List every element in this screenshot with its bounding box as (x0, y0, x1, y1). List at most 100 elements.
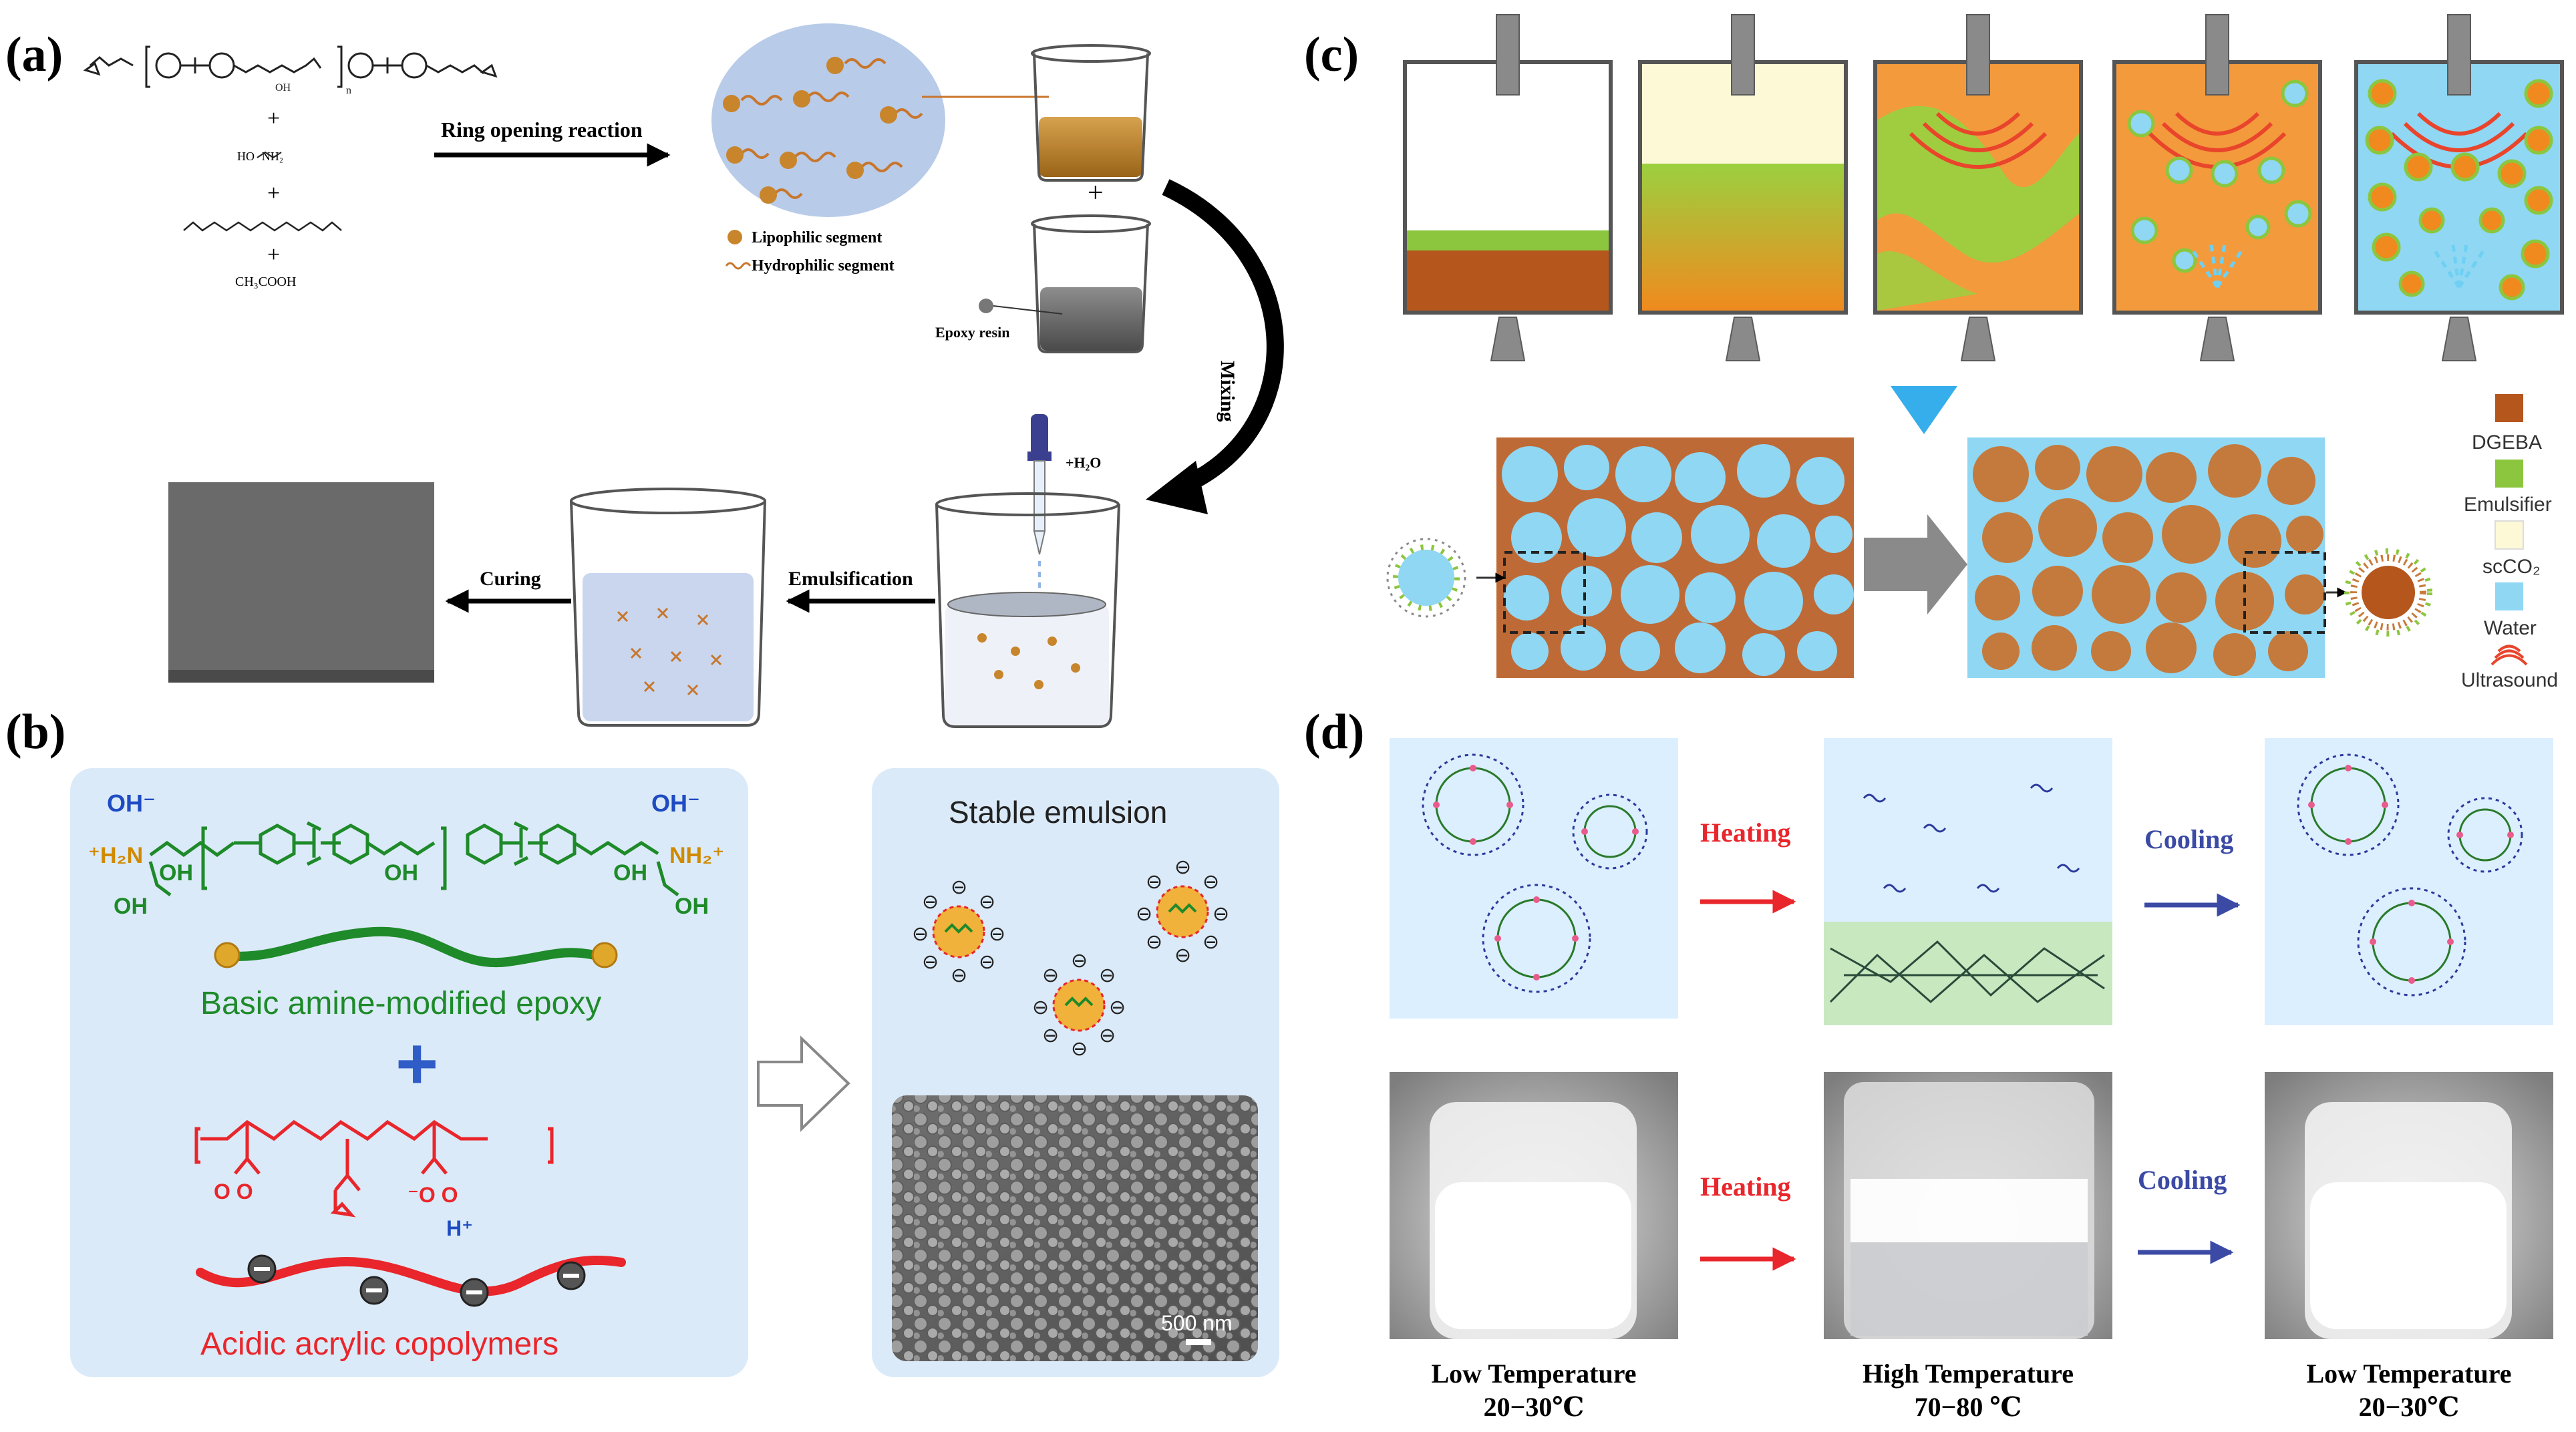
vessel-stage-4 (2112, 60, 2322, 315)
legend-swatch-water (2495, 582, 2523, 610)
legend-label-dgeba: DGEBA (2472, 431, 2542, 454)
plus-sign: + (1088, 178, 1104, 208)
plus-sign: + (267, 181, 280, 206)
hydroxide-left: OH⁻ (107, 789, 156, 817)
panel-d: (d) (1304, 705, 2553, 1422)
n-subscript-label: n (346, 85, 351, 96)
curing-label: Curing (480, 568, 541, 590)
emulsifier-molecules (740, 58, 923, 199)
ammonium-left: ⁺H₂N (88, 843, 143, 868)
epoxy-resin-label: Epoxy resin (935, 324, 1009, 341)
panel-a-label: (a) (5, 27, 63, 82)
hydroxyl-label: OH (384, 860, 418, 886)
legend-label-water: Water (2484, 617, 2537, 639)
reverse-micelle-icon (1386, 538, 1506, 618)
svg-text:⊖: ⊖ (1042, 964, 1059, 987)
legend-swatch-dgeba (2495, 394, 2523, 422)
hydrophilic-legend: Hydrophilic segment (752, 257, 895, 275)
photo-high-temperature (1824, 1072, 2112, 1339)
caption-title-1: Low Temperature (1431, 1359, 1636, 1389)
beaker-emulsification (935, 492, 1120, 728)
proton-label: H⁺ (446, 1216, 473, 1240)
dropper (1027, 414, 1052, 588)
hollow-arrow (757, 1035, 850, 1132)
emulsion-particles (932, 885, 1209, 1032)
svg-text:⊖: ⊖ (1202, 871, 1219, 893)
carboxylate-label: ⁻O O (408, 1183, 458, 1207)
svg-text:⊖: ⊖ (1032, 997, 1049, 1019)
gel-network (1829, 940, 2105, 1003)
o-in-w-emulsion (1967, 437, 2326, 678)
svg-text:⊖: ⊖ (912, 923, 929, 945)
panel-b-label: (b) (5, 705, 65, 759)
legend-swatch-scco2 (2494, 520, 2524, 550)
panel-a: (a) OH n + HO NH₂ + + CH₃COOH Ring openi… (5, 23, 1284, 728)
water-label: +H₂O (1066, 454, 1101, 471)
panel-c-label: (c) (1304, 27, 1359, 82)
photo-low-temperature-2 (2265, 1072, 2553, 1339)
epoxy-oligomer-structure (83, 45, 498, 88)
hydroxyl-label: OH (114, 894, 148, 919)
emulsification-label: Emulsification (788, 568, 913, 590)
amine-epoxy-skeleton (148, 821, 679, 896)
ethanolamine-chain (257, 151, 282, 159)
legend-swatch-emulsifier (2495, 460, 2523, 488)
caption-title-2: High Temperature (1863, 1359, 2074, 1389)
hydroxyl-label: OH (675, 894, 709, 919)
svg-text:⊖: ⊖ (989, 923, 1005, 945)
mixing-label: Mixing (1217, 361, 1239, 422)
inversion-arrow (1864, 514, 1967, 614)
legend-swatch-ultrasound (2490, 645, 2528, 666)
svg-text:⊖: ⊖ (1042, 1025, 1059, 1047)
ammonium-right: NH₂⁺ (669, 843, 724, 868)
beaker-epoxy (1031, 214, 1151, 353)
svg-text:⊖: ⊖ (1099, 964, 1116, 987)
svg-text:⊖: ⊖ (979, 951, 995, 973)
acrylic-label: Acidic acrylic copolymers (200, 1326, 558, 1362)
micelle-state-cold-2 (2265, 738, 2553, 1025)
legend-label-ultrasound: Ultrasound (2461, 669, 2558, 691)
legend-label-scco2: scCO₂ (2482, 556, 2541, 578)
vessel-stage-3 (1873, 60, 2083, 315)
micelle-anchor-dots (1433, 765, 2514, 984)
oh-small-label: OH (275, 82, 291, 94)
svg-text:⊖: ⊖ (1071, 1038, 1088, 1060)
svg-text:⊖: ⊖ (1174, 944, 1191, 966)
free-chains (1863, 783, 2080, 893)
hydrophilic-legend-wave (725, 262, 752, 270)
svg-text:⊖: ⊖ (1099, 1025, 1116, 1047)
legend-label-emulsifier: Emulsifier (2464, 494, 2552, 516)
sem-particles-texture (892, 1095, 1258, 1361)
micelle-state-cold-1 (1390, 738, 1678, 1019)
cured-film-sem-image (168, 482, 434, 683)
panel-b-left-box (70, 768, 748, 1377)
ring-opening-label: Ring opening reaction (441, 118, 643, 142)
vessel-stage-2 (1638, 60, 1848, 315)
svg-text:⊖: ⊖ (951, 876, 967, 898)
epoxy-pointer (993, 305, 1063, 315)
panel-c-legend: DGEBA Emulsifier scCO₂ Water Ultrasound (2461, 394, 2558, 691)
caption-range-2: 70−80 ℃ (1915, 1392, 2022, 1422)
svg-text:⊖: ⊖ (922, 951, 939, 973)
particle-charges: ⊖⊖⊖⊖ ⊖⊖⊖⊖ ⊖⊖⊖⊖ ⊖⊖⊖⊖ ⊖⊖⊖⊖ ⊖⊖⊖⊖ (912, 856, 1229, 1060)
mixing-arrowhead (1146, 461, 1208, 514)
svg-text:⊖: ⊖ (1109, 997, 1126, 1019)
acetic-acid-label: CH₃COOH (235, 275, 296, 289)
hydroxyl-label: OH (613, 860, 647, 886)
vessel-stage-5 (2354, 60, 2564, 315)
caption-range-1: 20−30℃ (1484, 1392, 1585, 1422)
acrylic-skeleton (194, 1119, 554, 1218)
negative-charge-beads (247, 1254, 586, 1307)
svg-text:⊖: ⊖ (951, 964, 967, 987)
hydroxyl-label: OH (159, 860, 193, 886)
svg-text:⊖: ⊖ (1146, 931, 1162, 953)
panel-d-label: (d) (1304, 705, 1364, 759)
lipophilic-legend-bead (728, 230, 742, 244)
panel-b: (b) OH⁻ OH⁻ ⁺H₂N NH₂⁺ OH OH OH OH OH (5, 705, 1279, 1377)
ultrasound-probes (1496, 14, 2471, 96)
svg-text:⊖: ⊖ (1213, 903, 1229, 925)
positive-end-bead (214, 942, 240, 968)
caption-range-3: 20−30℃ (2359, 1392, 2460, 1422)
vessel-stage-1 (1403, 60, 1613, 315)
